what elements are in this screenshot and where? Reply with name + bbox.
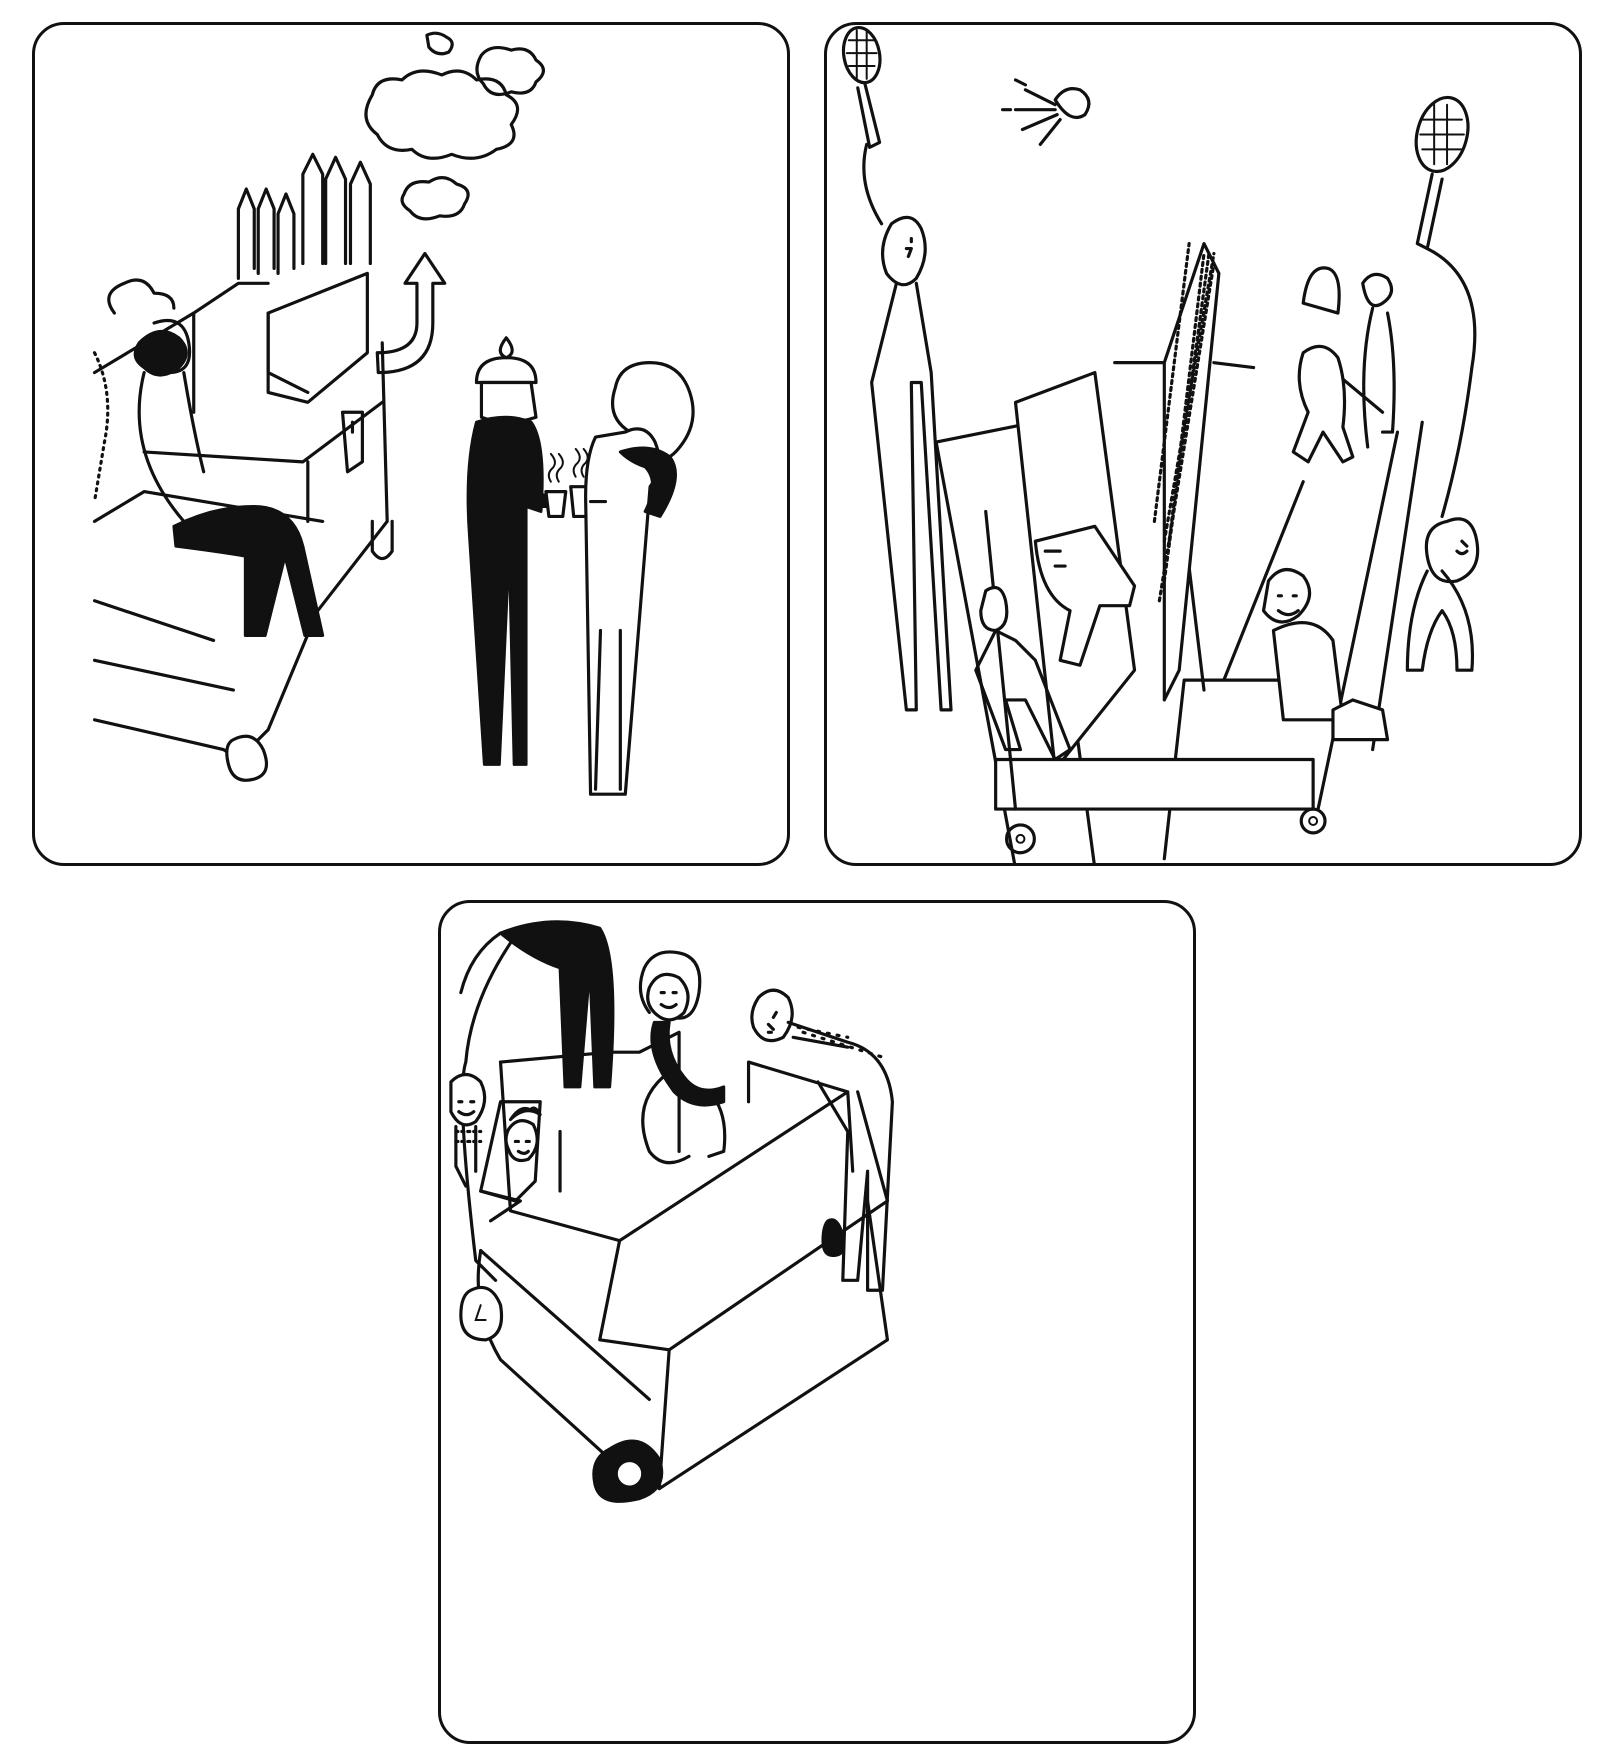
comic-panel-1 — [32, 22, 790, 866]
cart-with-net — [934, 242, 1424, 863]
panel-1-drawing — [92, 31, 695, 796]
figure-tall-left-with-racket — [841, 25, 953, 712]
cart-spikes — [236, 152, 372, 280]
smoke-clouds — [364, 31, 546, 221]
figures-in-cart — [974, 266, 1396, 762]
coffee-cups — [544, 447, 593, 519]
chimney-pipe — [375, 251, 447, 375]
panel-2-drawing — [841, 25, 1480, 863]
ride-cart — [459, 1030, 890, 1503]
shuttlecock-icon — [1001, 78, 1091, 146]
panel-3-drawing — [449, 920, 894, 1503]
comic-panel-2 — [824, 22, 1582, 866]
figure-woman-in-cart — [638, 950, 727, 1165]
figure-right-with-racket — [1405, 95, 1480, 672]
figure-in-black — [466, 336, 563, 766]
figure-upside-down-black — [459, 920, 615, 1282]
figure-sitting-on-cart — [92, 278, 325, 637]
figure-leaning-man — [750, 988, 894, 1292]
figure-woman-curly-hair — [584, 361, 695, 796]
comic-panel-3 — [438, 900, 1196, 1744]
